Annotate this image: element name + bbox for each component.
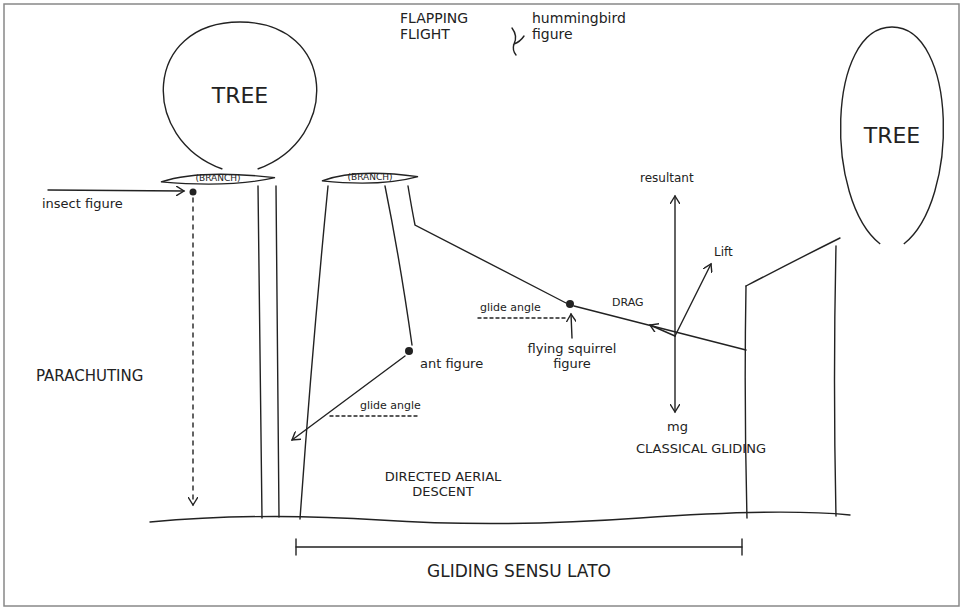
figure-note: ant figure: [420, 357, 483, 372]
tree-label: TREE: [212, 83, 269, 108]
branch-shape: (BRANCH): [320, 169, 420, 186]
force-label: resultant: [640, 172, 694, 186]
angle-label: glide angle: [480, 302, 541, 315]
force-label: Lift: [714, 246, 733, 260]
force-label: DRAG: [612, 297, 644, 310]
tree-canopy: TREE: [831, 25, 953, 245]
figure-note: flying squirrel figure: [520, 342, 624, 372]
figure-note: insect figure: [42, 197, 123, 212]
section-title: PARACHUTING: [36, 368, 143, 385]
branch-label: (BRANCH): [347, 172, 392, 182]
branch-label: (BRANCH): [195, 173, 240, 183]
tree-canopy: TREE: [150, 20, 330, 170]
section-title: DIRECTED AERIAL DESCENT: [378, 470, 508, 500]
bracket-label: GLIDING SENSU LATO: [427, 562, 611, 582]
tree-label: TREE: [864, 123, 921, 148]
branch-shape: (BRANCH): [159, 170, 277, 187]
angle-label: glide angle: [360, 400, 421, 413]
figure-note: hummingbird figure: [532, 10, 642, 42]
force-label: mg: [667, 420, 688, 435]
section-title: CLASSICAL GLIDING: [636, 442, 766, 457]
section-title: FLAPPING FLIGHT: [400, 10, 500, 42]
